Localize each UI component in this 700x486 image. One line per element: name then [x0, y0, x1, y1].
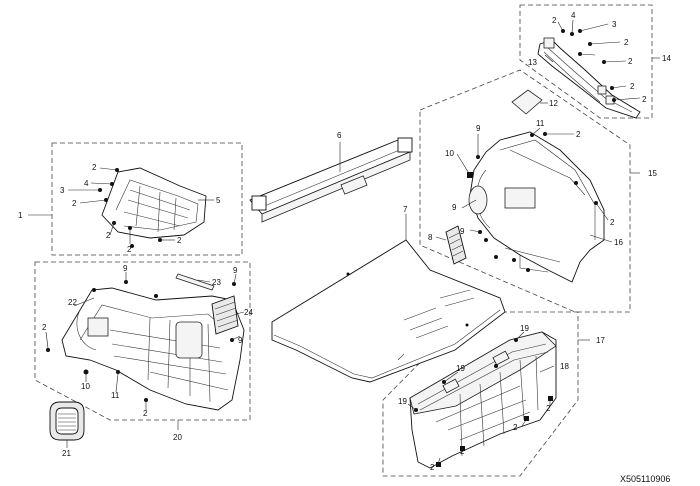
callout-9: 9: [460, 227, 465, 236]
group-box-20: [34, 261, 251, 421]
callout-19: 19: [398, 397, 407, 406]
callout-labels: 2 4 3 2 13 2 2 2 14 12 9 11 2 10 15 9 2 …: [18, 11, 671, 472]
part-back-panel-18: [409, 331, 557, 469]
callout-9: 9: [123, 264, 128, 273]
part-floor-mat-7: [271, 214, 506, 383]
callout-2: 2: [552, 16, 557, 25]
callout-2: 2: [72, 199, 77, 208]
part-side-trim-16: [468, 131, 605, 283]
part-speaker-grille-24: [211, 295, 239, 335]
part-left-side-trim-22: [61, 287, 245, 411]
callout-11: 11: [111, 391, 120, 400]
callout-11: 11: [536, 119, 545, 128]
callout-4: 4: [84, 179, 89, 188]
callout-2: 2: [628, 57, 633, 66]
callout-3: 3: [60, 186, 65, 195]
callout-2: 2: [630, 82, 635, 91]
callout-3: 3: [612, 20, 617, 29]
callout-19: 19: [456, 364, 465, 373]
callout-20: 20: [173, 433, 182, 442]
callout-2: 2: [127, 245, 132, 254]
leader-lines-20: [45, 272, 245, 430]
callout-2: 2: [106, 231, 111, 240]
group-box-15: [419, 69, 631, 313]
callout-2: 2: [546, 404, 551, 413]
callout-6: 6: [337, 131, 342, 140]
callout-2: 2: [430, 463, 435, 472]
callout-2: 2: [624, 38, 629, 47]
callout-2: 2: [576, 130, 581, 139]
callout-2: 2: [92, 163, 97, 172]
leader-lines-1: [28, 167, 214, 244]
part-grille-21: [49, 401, 85, 448]
part-speaker-grille-8: [445, 225, 467, 265]
drawing-code: X505110906: [620, 474, 670, 484]
callout-10: 10: [445, 149, 454, 158]
callout-15: 15: [648, 169, 657, 178]
group-box-17: [382, 311, 579, 477]
part-left-upper-trim-5: [101, 167, 207, 239]
callout-13: 13: [528, 58, 537, 67]
callout-16: 16: [614, 238, 623, 247]
callout-2: 2: [642, 95, 647, 104]
callout-21: 21: [62, 449, 71, 458]
callout-2: 2: [610, 218, 615, 227]
part-tonneau-cover-6: [249, 137, 413, 223]
callout-24: 24: [244, 308, 253, 317]
callout-19: 19: [520, 324, 529, 333]
callout-2: 2: [513, 423, 518, 432]
group-box-1: [51, 142, 243, 256]
callout-1: 1: [18, 211, 23, 220]
part-pad-12: [511, 89, 548, 115]
group-box-14: [519, 4, 653, 119]
callout-5: 5: [216, 196, 221, 205]
callout-17: 17: [596, 336, 605, 345]
callout-12: 12: [549, 99, 558, 108]
callout-2: 2: [177, 236, 182, 245]
callout-2: 2: [42, 323, 47, 332]
callout-2: 2: [143, 409, 148, 418]
callout-14: 14: [662, 54, 671, 63]
callout-22: 22: [68, 298, 77, 307]
leader-lines-17: [407, 331, 590, 465]
callout-9: 9: [238, 336, 243, 345]
callout-10: 10: [81, 382, 90, 391]
leader-lines-14: [544, 19, 660, 101]
callout-4: 4: [571, 11, 576, 20]
callout-18: 18: [560, 362, 569, 371]
callout-8: 8: [428, 233, 433, 242]
callout-9: 9: [233, 266, 238, 275]
leader-lines-15: [435, 127, 640, 243]
callout-9: 9: [452, 203, 457, 212]
callout-2: 2: [460, 447, 465, 456]
callout-23: 23: [212, 278, 221, 287]
callout-7: 7: [403, 205, 408, 214]
callout-9: 9: [476, 124, 481, 133]
part-strip-23: [175, 273, 215, 291]
